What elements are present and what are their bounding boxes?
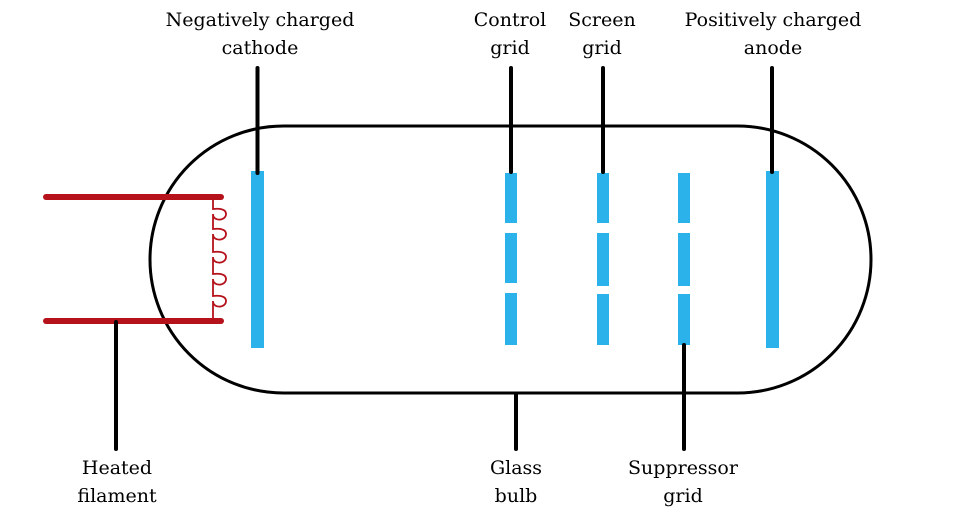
cathode-plate <box>251 171 264 348</box>
screen-grid-label-line1: Screen <box>568 9 636 31</box>
control-grid-segment-1 <box>505 173 517 223</box>
suppressor-grid-label-line1: Suppressor <box>628 457 738 479</box>
anode-label: Positively charged anode <box>685 6 862 62</box>
control-grid-label: Control grid <box>474 6 546 62</box>
screen-grid-segment-3 <box>597 294 609 345</box>
cathode-label-line2: cathode <box>221 37 299 59</box>
screen-grid-label-line2: grid <box>582 37 622 59</box>
suppressor-grid-segment-3 <box>678 294 690 345</box>
filament-coil <box>212 197 227 321</box>
cathode-label: Negatively charged cathode <box>166 6 355 62</box>
control-grid-segment-2 <box>505 233 517 283</box>
glass-bulb-label: Glass bulb <box>490 454 542 510</box>
filament-label-line2: filament <box>77 485 157 507</box>
filament-label: Heated filament <box>77 454 156 510</box>
screen-grid-segment-1 <box>597 173 609 223</box>
suppressor-grid-segment-1 <box>678 173 690 223</box>
control-grid-segment-3 <box>505 293 517 345</box>
suppressor-grid-segment-2 <box>678 233 690 286</box>
cathode-label-line1: Negatively charged <box>165 9 355 31</box>
anode-label-line1: Positively charged <box>684 9 862 31</box>
suppressor-grid-label-line2: grid <box>663 485 703 507</box>
anode-label-line2: anode <box>743 37 803 59</box>
control-grid-label-line2: grid <box>490 37 530 59</box>
filament-label-line1: Heated <box>81 457 153 479</box>
glass-bulb-label-line1: Glass <box>489 457 543 479</box>
screen-grid-label: Screen grid <box>568 6 635 62</box>
suppressor-grid-label: Suppressor grid <box>628 454 738 510</box>
anode-plate <box>766 171 779 348</box>
screen-grid-segment-2 <box>597 233 609 286</box>
control-grid-label-line1: Control <box>473 9 547 31</box>
glass-bulb-label-line2: bulb <box>494 485 538 507</box>
